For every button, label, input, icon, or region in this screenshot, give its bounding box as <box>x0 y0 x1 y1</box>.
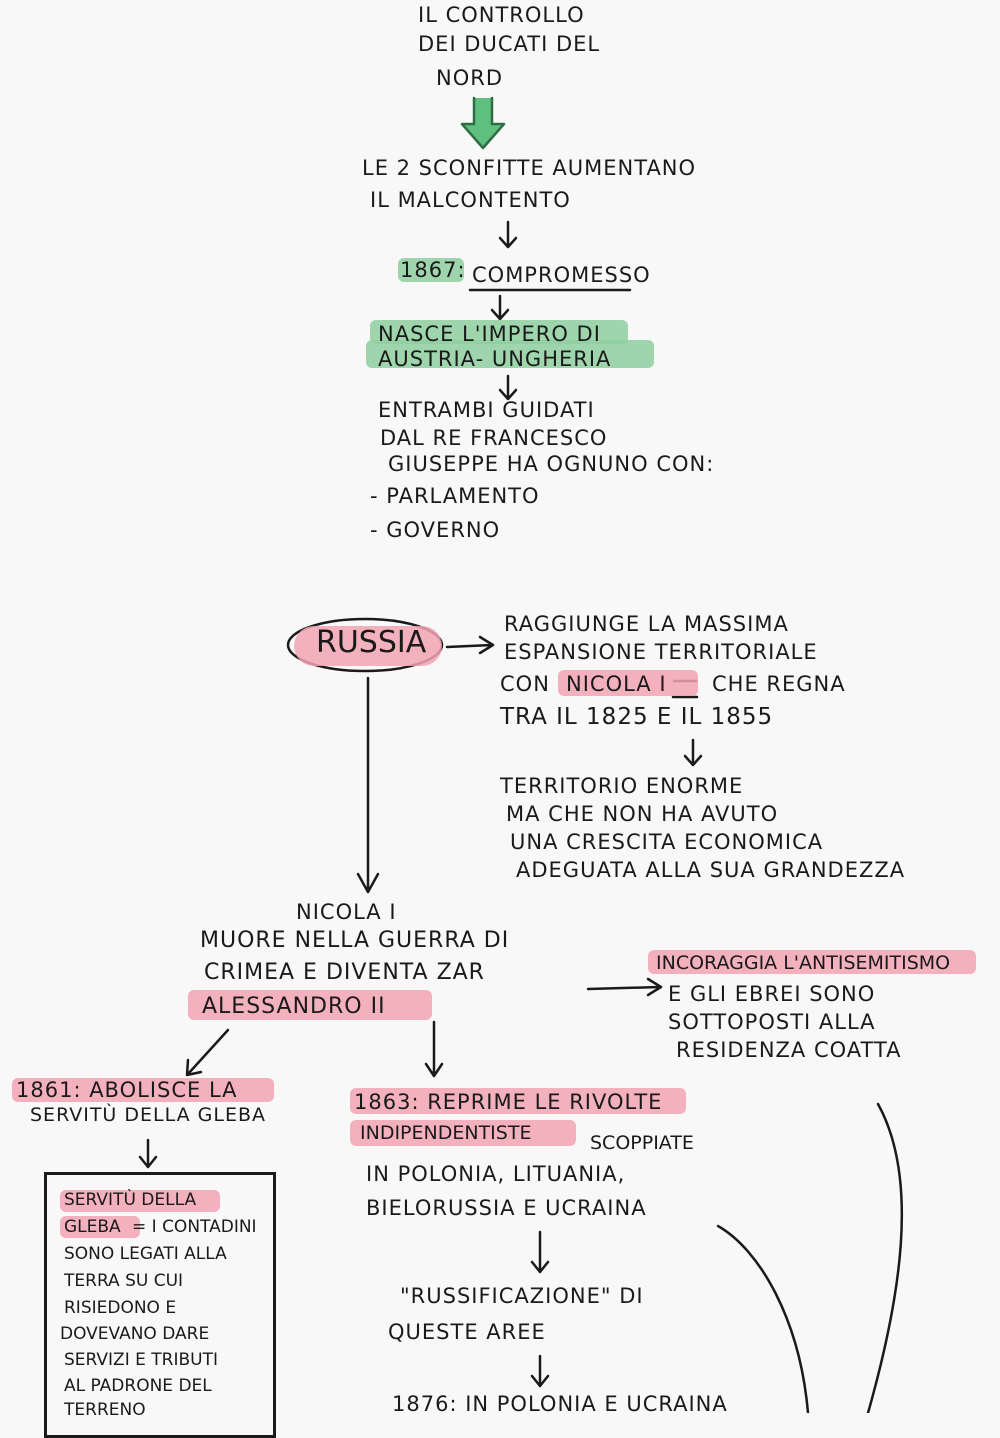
text-alessandro: ALESSANDRO II <box>202 994 386 1019</box>
arrow-down-icon <box>530 1354 550 1388</box>
text-anti4: RESIDENZA COATTA <box>676 1038 902 1062</box>
box-line4: TERRA SU CUI <box>64 1271 184 1291</box>
arrow-down-icon <box>424 1020 444 1078</box>
arrow-down-icon <box>683 738 703 767</box>
text-ducati: DEI DUCATI DEL <box>418 32 601 56</box>
text-exp3-regna: CHE REGNA <box>712 672 846 696</box>
box-line2a: GLEBA <box>64 1217 121 1237</box>
text-impero1: NASCE L'IMPERO DI <box>378 322 601 346</box>
arrow-down-icon <box>356 676 380 894</box>
highlight-box2 <box>60 1216 140 1238</box>
year-1867: 1867: <box>400 258 466 282</box>
text-riv3: IN POLONIA, LITUANIA, <box>366 1162 626 1186</box>
highlight-1861 <box>12 1078 274 1102</box>
text-gleba2: SERVITÙ DELLA GLEBA <box>30 1104 267 1126</box>
text-compromesso: COMPROMESSO <box>472 263 651 287</box>
highlight-indipendentiste <box>350 1120 576 1146</box>
highlight-box1 <box>60 1190 220 1212</box>
text-gleba1: 1861: ABOLISCE LA <box>16 1078 238 1102</box>
text-scoppiate: SCOPPIATE <box>590 1132 694 1154</box>
text-riv1: 1863: REPRIME LE RIVOLTE <box>354 1090 663 1114</box>
text-exp1: RAGGIUNGE LA MASSIMA <box>504 612 789 636</box>
text-nord: NORD <box>436 66 503 90</box>
highlight-1863 <box>350 1088 686 1114</box>
text-anti3: SOTTOPOSTI ALLA <box>668 1010 876 1034</box>
text-exp4: TRA IL 1825 E IL 1855 <box>500 704 774 730</box>
title-russia: RUSSIA <box>316 625 427 660</box>
highlight-nicola <box>558 670 698 696</box>
text-anti2: E GLI EBREI SONO <box>668 982 876 1006</box>
text-nicola2: MUORE NELLA GUERRA DI <box>200 928 510 953</box>
text-entrambi1: ENTRAMBI GUIDATI <box>378 398 595 422</box>
text-entrambi3: GIUSEPPE HA OGNUNO CON: <box>388 452 715 476</box>
text-nicola3: CRIMEA E DIVENTA ZAR <box>204 960 485 985</box>
highlight-impero2 <box>366 340 654 368</box>
text-terr1: TERRITORIO ENORME <box>500 774 744 798</box>
box-line2b: = I CONTADINI <box>132 1217 257 1237</box>
text-terr3: UNA CRESCITA ECONOMICA <box>510 830 824 854</box>
box-line5: RISIEDONO E <box>64 1298 177 1318</box>
arrow-down-icon <box>138 1138 158 1169</box>
text-exp2: ESPANSIONE TERRITORIALE <box>504 640 818 664</box>
arrow-down-icon <box>498 374 518 401</box>
text-riv4: BIELORUSSIA E UCRAINA <box>366 1196 647 1220</box>
arrow-down-icon <box>530 1230 550 1274</box>
text-russif2: QUESTE AREE <box>388 1320 546 1344</box>
arrow-down-left-icon <box>185 1028 230 1077</box>
arrow-right-icon <box>586 977 663 997</box>
highlight-year <box>398 258 464 282</box>
highlight-russia <box>294 626 442 666</box>
box-line7: SERVIZI E TRIBUTI <box>64 1350 218 1370</box>
text-sconfitte: LE 2 SCONFITTE AUMENTANO <box>362 156 697 180</box>
box-line3: SONO LEGATI ALLA <box>64 1244 227 1264</box>
highlight-antisemitismo <box>648 950 976 974</box>
text-exp3-con: CON <box>500 672 550 696</box>
text-malcontento: IL MALCONTENTO <box>370 188 571 212</box>
box-line6: DOVEVANO DARE <box>60 1324 210 1344</box>
list-item-parlamento: - PARLAMENTO <box>370 484 540 508</box>
text-nicola1: NICOLA I <box>296 900 397 924</box>
highlight-alessandro <box>188 990 432 1020</box>
text-anti1: INCORAGGIA L'ANTISEMITISMO <box>656 952 951 974</box>
text-nicola-i: NICOLA I <box>566 672 667 696</box>
box-line1: SERVITÙ DELLA <box>64 1190 197 1210</box>
text-terr2: MA CHE NON HA AVUTO <box>506 802 779 826</box>
arrow-right-icon <box>445 635 495 655</box>
green-down-arrow-icon <box>460 96 506 150</box>
text-impero2: AUSTRIA- UNGHERIA <box>378 347 612 371</box>
text-russif1: "RUSSIFICAZIONE" DI <box>400 1284 644 1308</box>
text-1876: 1876: IN POLONIA E UCRAINA <box>392 1392 728 1416</box>
text-controllo: IL CONTROLLO <box>418 3 585 27</box>
text-terr4: ADEGUATA ALLA SUA GRANDEZZA <box>516 858 906 882</box>
text-indipendentiste: INDIPENDENTISTE <box>360 1122 532 1144</box>
list-item-governo: - GOVERNO <box>370 518 501 542</box>
arrow-down-icon <box>498 220 518 249</box>
text-entrambi2: DAL RE FRANCESCO <box>380 426 608 450</box>
box-line8: AL PADRONE DEL <box>64 1376 212 1396</box>
arrow-down-icon <box>490 294 510 321</box>
box-line9: TERRENO <box>64 1400 146 1420</box>
